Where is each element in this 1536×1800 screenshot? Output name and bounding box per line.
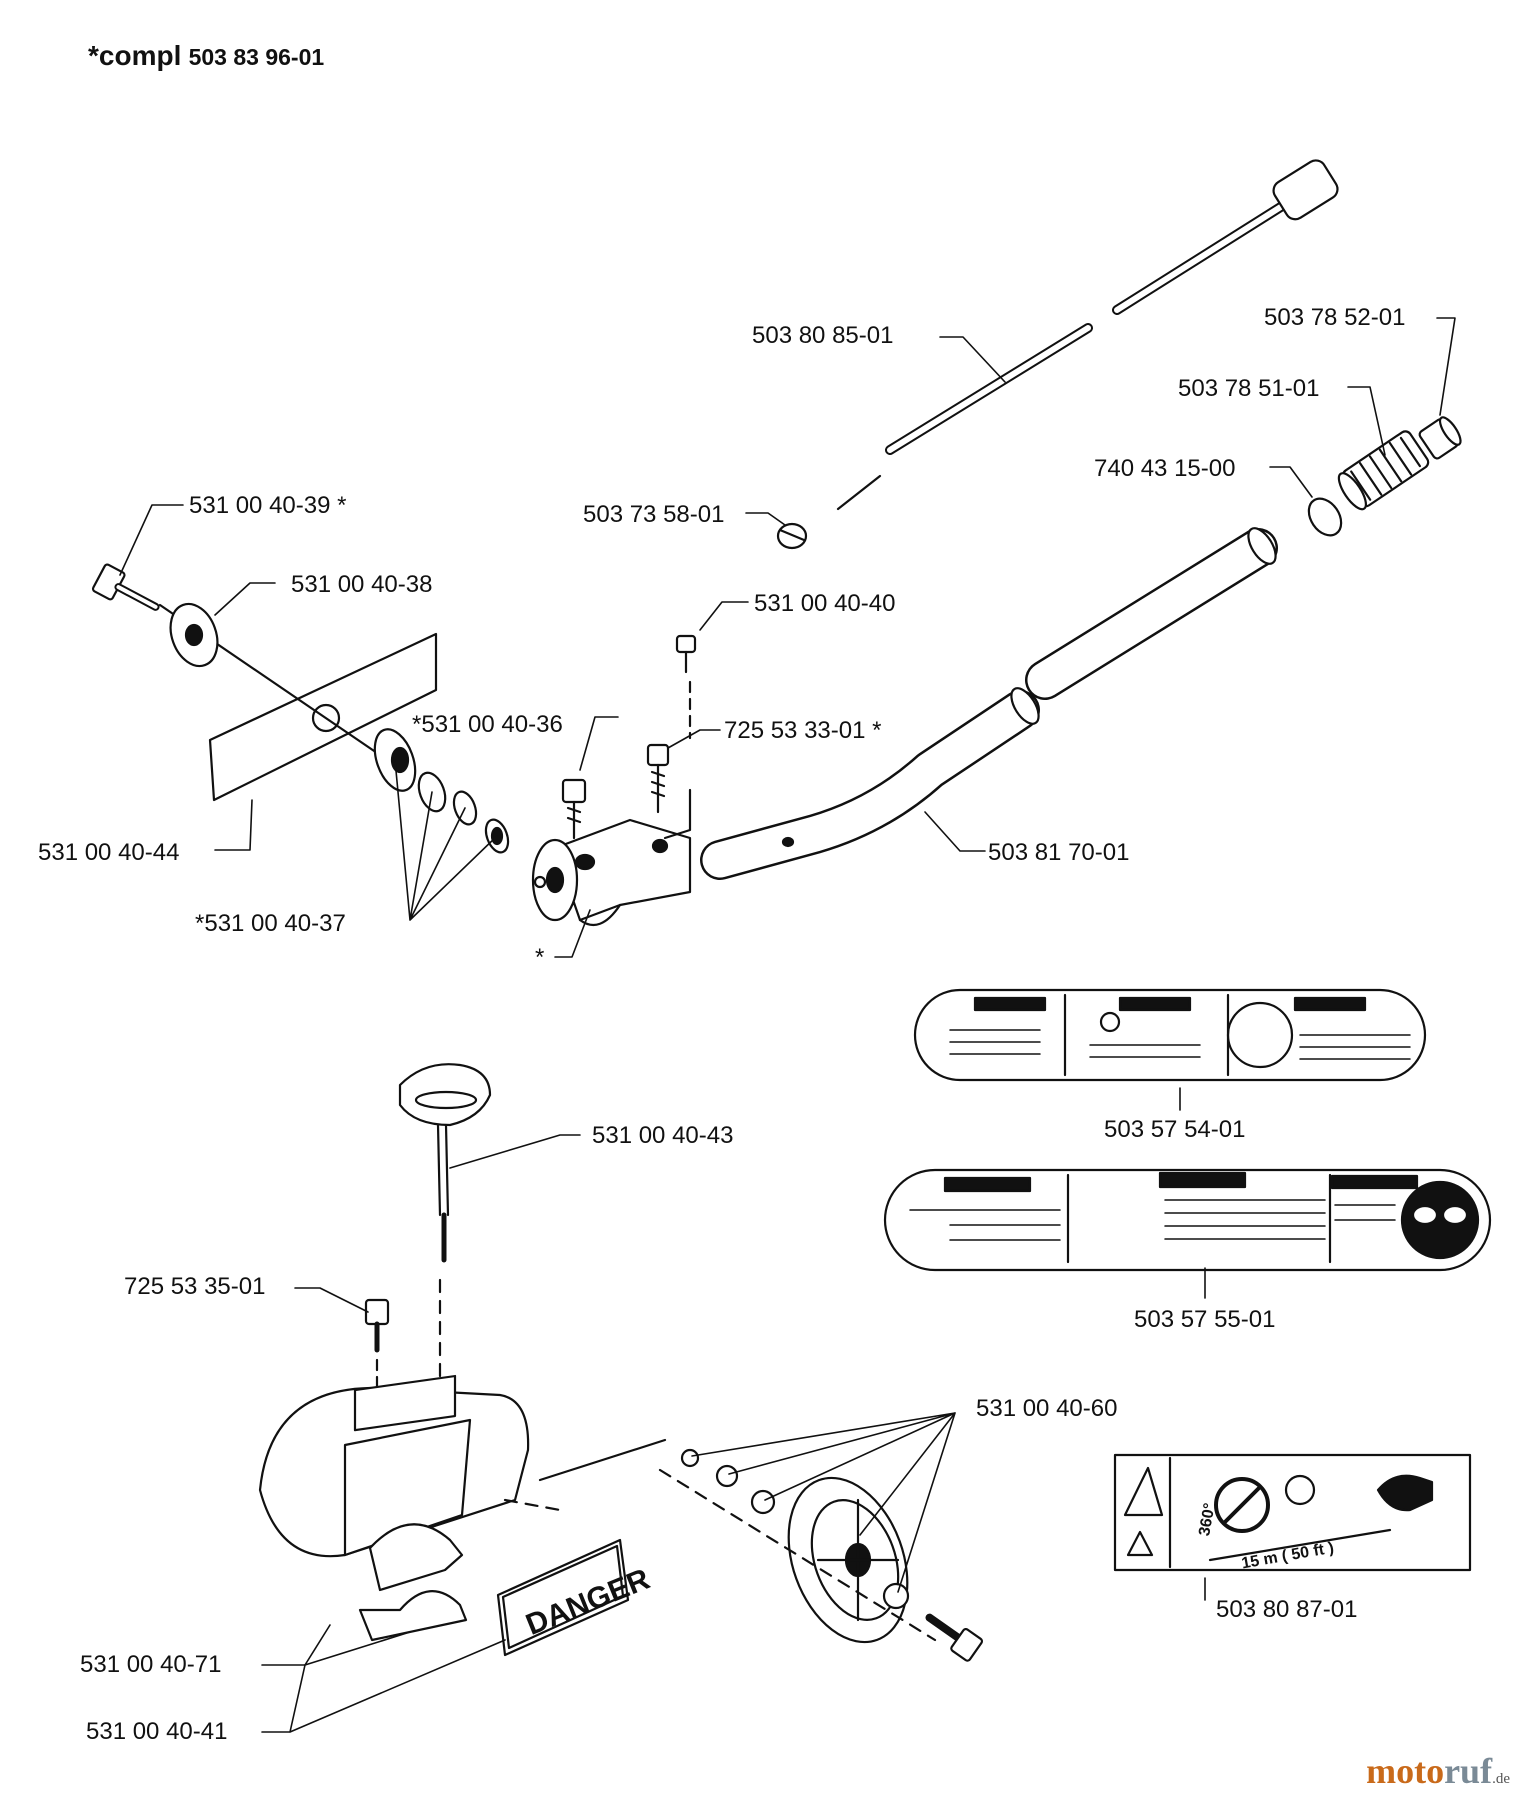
leader-lines [119, 317, 1456, 1733]
part-label-small-nut: 503 73 58-01 [583, 501, 725, 528]
blade-guard [258, 1374, 667, 1642]
part-label-blade-bolt: 531 00 40-39 * [189, 492, 347, 519]
part-label-drive-shaft: 503 80 85-01 [752, 322, 894, 349]
guard-screw [364, 1298, 390, 1422]
part-label-clamp: 531 00 40-71 [80, 1651, 222, 1678]
part-label-tube: 503 81 70-01 [988, 839, 1130, 866]
drive-coupling [1307, 416, 1462, 537]
angle-text: 360° [1196, 1502, 1218, 1538]
gear-head [531, 818, 692, 927]
gear-head-screws [561, 634, 697, 840]
part-label-hazard-decal: 503 80 87-01 [1216, 1596, 1358, 1623]
part-label-flange-set: *531 00 40-37 [195, 910, 346, 937]
part-label-guard: 531 00 40-41 [86, 1718, 228, 1745]
watermark-logo: motoruf.de [1366, 1751, 1510, 1791]
part-label-blade: 531 00 40-44 [38, 839, 180, 866]
assembly-heading: *compl 503 83 96-01 [88, 40, 324, 72]
part-label-head-screw-top: 531 00 40-40 [754, 590, 896, 617]
part-label-nut-cap: 503 78 52-01 [1264, 304, 1406, 331]
part-label-o-ring: 740 43 15-00 [1094, 455, 1236, 482]
tube [700, 527, 1278, 880]
drive-shaft [836, 159, 1339, 511]
part-label-guard-screw: 725 53 35-01 [124, 1273, 266, 1300]
assembly-prefix: *compl [88, 40, 182, 71]
part-label-bearing: *531 00 40-36 [412, 711, 563, 738]
knob [398, 1063, 492, 1422]
part-label-wheel-kit: 531 00 40-60 [976, 1395, 1118, 1422]
part-label-head-screw: 725 53 33-01 * [724, 717, 882, 744]
warning-decal-2 [883, 1168, 1492, 1272]
part-label-gear-head: * [535, 944, 545, 971]
danger-decal: DANGER [496, 1538, 655, 1657]
assembly-number: 503 83 96-01 [188, 44, 325, 70]
part-label-washer: 531 00 40-38 [291, 571, 433, 598]
warning-decal-1 [913, 988, 1427, 1082]
part-label-warning-decal-1: 503 57 54-01 [1104, 1116, 1246, 1143]
small-nut [776, 522, 808, 550]
wheel-assembly [658, 1448, 984, 1662]
part-label-coupling: 503 78 51-01 [1178, 375, 1320, 402]
part-label-warning-decal-2: 503 57 55-01 [1134, 1306, 1276, 1333]
hazard-decal: 15 m ( 50 ft ) 360° [1113, 1453, 1472, 1572]
part-label-knob: 531 00 40-43 [592, 1122, 734, 1149]
blade-assembly [91, 563, 510, 854]
